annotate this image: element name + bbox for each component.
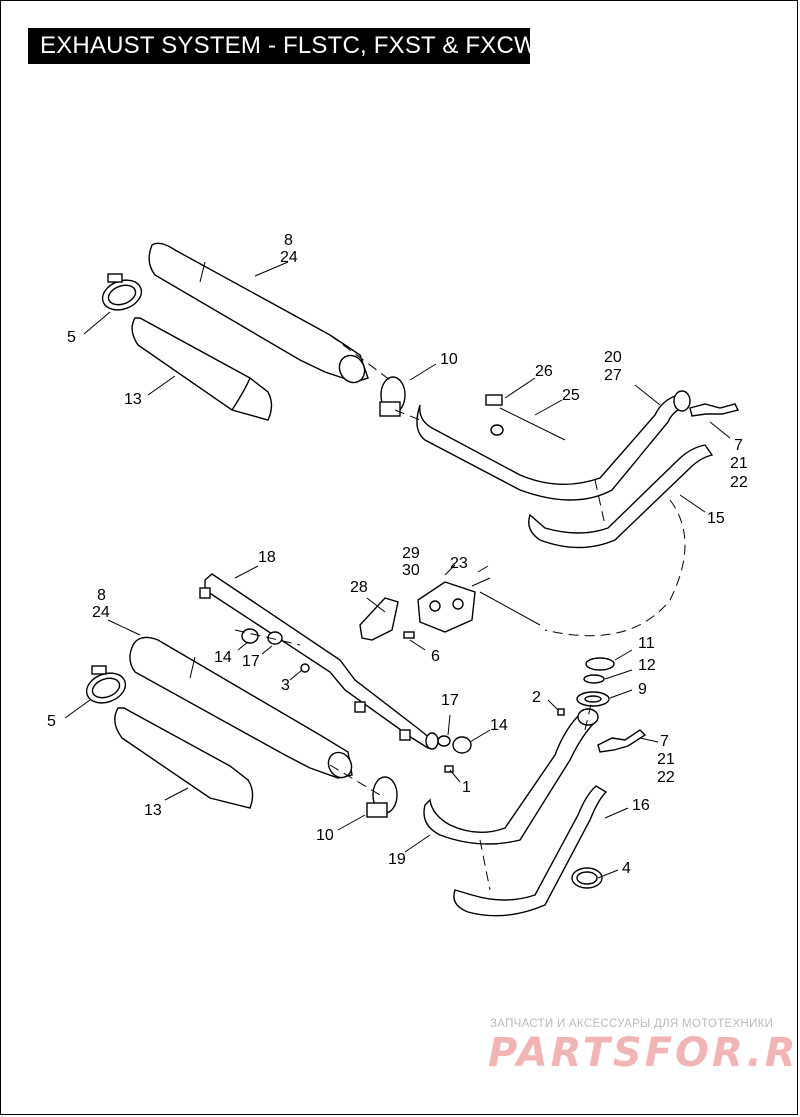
callout-21-lower: 21 (657, 751, 675, 768)
callout-8-lower: 8 (97, 587, 106, 604)
fastener-3[interactable] (300, 663, 310, 673)
callout-10-lower: 10 (316, 827, 334, 844)
lower-heat-shield-13[interactable] (114, 707, 254, 809)
watermark-tagline: ЗАПЧАСТИ И АКСЕССУАРЫ ДЛЯ МОТОТЕХНИКИ (490, 1018, 774, 1030)
callout-24-lower: 24 (92, 604, 110, 621)
callout-7-lower: 7 (660, 733, 669, 750)
callout-12: 12 (638, 657, 656, 674)
fastener-1[interactable] (444, 765, 454, 773)
callout-24-upper: 24 (280, 249, 298, 266)
callout-3: 3 (281, 677, 290, 694)
callout-1: 1 (462, 779, 471, 796)
callout-16: 16 (632, 797, 650, 814)
callout-23: 23 (450, 555, 468, 572)
clamp-4[interactable] (571, 867, 603, 889)
mounting-bar-18[interactable] (199, 573, 439, 750)
rear-header-pipe[interactable] (416, 390, 714, 549)
ring-12[interactable] (583, 674, 605, 684)
callout-5-lower: 5 (47, 713, 56, 730)
callout-14-upper: 14 (214, 649, 232, 666)
callout-26: 26 (535, 363, 553, 380)
upper-heat-shield-13[interactable] (131, 317, 273, 421)
callout-13-lower: 13 (144, 802, 162, 819)
callout-7-upper: 7 (734, 437, 743, 454)
callout-25: 25 (562, 387, 580, 404)
upper-muffler[interactable] (148, 242, 369, 387)
ring-17-lower[interactable] (437, 735, 451, 747)
actuator-29-30[interactable] (417, 581, 541, 633)
clamp-14-lower[interactable] (452, 736, 472, 754)
callout-17-lower: 17 (441, 692, 459, 709)
lower-muffler[interactable] (129, 636, 356, 781)
lower-clamp-5[interactable] (82, 665, 129, 708)
flange-9[interactable] (576, 691, 610, 707)
page-title: EXHAUST SYSTEM - FLSTC, FXST & FXCWC (28, 28, 554, 64)
lower-o2-sensor[interactable] (597, 729, 647, 753)
bracket-25[interactable] (485, 394, 566, 441)
callout-20: 20 (604, 349, 622, 366)
bracket-28[interactable] (359, 597, 399, 641)
callout-14-lower: 14 (490, 717, 508, 734)
callout-29: 29 (402, 545, 420, 562)
callout-22-lower: 22 (657, 769, 675, 786)
gasket-11[interactable] (585, 657, 615, 671)
front-header-pipe[interactable] (423, 708, 608, 917)
callout-22-upper: 22 (730, 474, 748, 491)
upper-o2-sensor[interactable] (689, 403, 740, 417)
fastener-6[interactable] (403, 631, 415, 639)
callout-17-upper: 17 (242, 653, 260, 670)
callout-27: 27 (604, 367, 622, 384)
callout-9: 9 (638, 681, 647, 698)
callout-10-upper: 10 (440, 351, 458, 368)
callout-6: 6 (431, 648, 440, 665)
callout-18: 18 (258, 549, 276, 566)
callout-4: 4 (622, 860, 631, 877)
upper-clamp-5[interactable] (98, 273, 145, 315)
callout-19: 19 (388, 851, 406, 868)
callout-30: 30 (402, 562, 420, 579)
callout-28: 28 (350, 579, 368, 596)
callout-2: 2 (532, 689, 541, 706)
callout-5-upper: 5 (67, 329, 76, 346)
callout-8-upper: 8 (284, 232, 293, 249)
clamp-14-upper[interactable] (241, 628, 259, 644)
callout-21-upper: 21 (730, 455, 748, 472)
fastener-2[interactable] (557, 708, 565, 716)
lower-clamp-10[interactable] (366, 776, 398, 818)
fastener-23[interactable] (471, 577, 491, 587)
callout-15: 15 (707, 510, 725, 527)
callout-11: 11 (638, 635, 655, 652)
upper-clamp-10[interactable] (379, 376, 406, 417)
watermark-logo: PARTSFOR.RU (488, 1030, 800, 1076)
callout-13-upper: 13 (124, 391, 142, 408)
